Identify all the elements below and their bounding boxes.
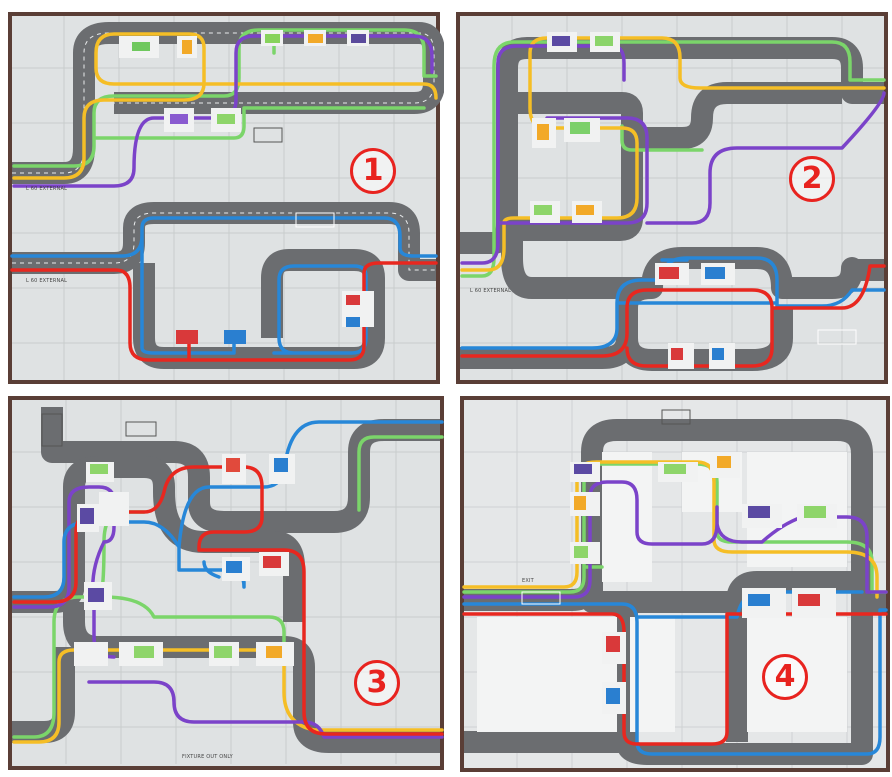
layout-4-panel: EXIT 4 xyxy=(452,392,892,774)
layout-1-board xyxy=(4,8,444,388)
layout-4-label: EXIT xyxy=(522,578,534,584)
layout-2-label: L 60 EXTERNAL xyxy=(470,288,511,294)
layout-2-board xyxy=(452,8,892,388)
layout-3-badge: 3 xyxy=(354,660,400,706)
layout-4-badge: 4 xyxy=(762,654,808,700)
layout-2-panel: L 60 EXTERNAL 2 xyxy=(452,8,892,388)
layout-2-badge: 2 xyxy=(789,156,835,202)
layout-1-label-b: L 60 EXTERNAL xyxy=(26,278,67,284)
layout-1-panel: L 60 EXTERNAL L 60 EXTERNAL 1 xyxy=(4,8,444,388)
layout-3-label: FIXTURE OUT ONLY xyxy=(182,754,233,760)
layout-1-badge: 1 xyxy=(350,148,396,194)
layout-3-panel: FIXTURE OUT ONLY 3 xyxy=(4,392,448,774)
layout-3-board xyxy=(4,392,448,774)
layout-4-board xyxy=(452,392,892,774)
layout-1-label-a: L 60 EXTERNAL xyxy=(26,186,67,192)
